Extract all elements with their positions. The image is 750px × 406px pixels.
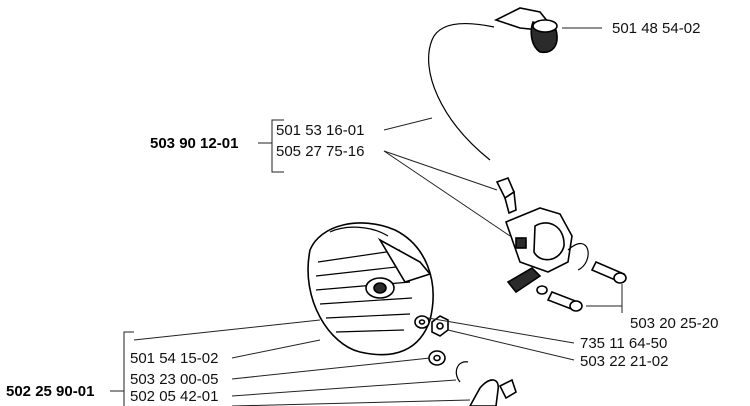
spark-plug-cap [493, 7, 558, 54]
leader-screws [586, 284, 623, 313]
leader-kit-top-item1 [383, 117, 433, 131]
label-kit-top-item1: 501 53 16-01 [276, 122, 364, 139]
screw-lower [536, 285, 583, 312]
screw-upper [590, 260, 627, 284]
washer-ring [414, 315, 430, 329]
flywheel [307, 222, 434, 356]
label-spark-cap: 501 48 54-02 [612, 20, 700, 37]
label-circlip: 502 05 42-01 [130, 388, 218, 405]
label-screw: 503 20 25-20 [630, 315, 718, 332]
label-kit-top: 503 90 12-01 [150, 135, 238, 152]
kit-top-bracket [258, 119, 284, 173]
ignition-cable [428, 23, 495, 161]
leader-washer2 [231, 357, 431, 380]
starter-plate [469, 378, 517, 406]
label-kit-bottom: 502 25 90-01 [6, 383, 94, 400]
label-kit-top-item2: 505 27 75-16 [276, 143, 364, 160]
leader-nut [447, 329, 575, 361]
leader-kit-top-item2b [383, 150, 511, 237]
label-washer: 735 11 64-50 [580, 335, 667, 352]
small-washer [428, 350, 446, 366]
label-flywheel: 501 54 15-02 [130, 350, 218, 367]
terminal-connector [495, 176, 517, 215]
label-washer2: 503 23 00-05 [130, 371, 218, 388]
leader-kit-top-item2 [383, 150, 498, 191]
circlip [455, 361, 469, 383]
ignition-module [504, 207, 589, 294]
leader-flywheel [231, 339, 321, 359]
leader-bottom-cut [231, 399, 471, 406]
leader-circlip [231, 379, 457, 397]
label-nut: 503 22 21-02 [580, 353, 668, 370]
kit-bottom-bracket [110, 331, 134, 406]
leader-flywheel-b [133, 319, 321, 341]
leader-washer [427, 317, 575, 344]
